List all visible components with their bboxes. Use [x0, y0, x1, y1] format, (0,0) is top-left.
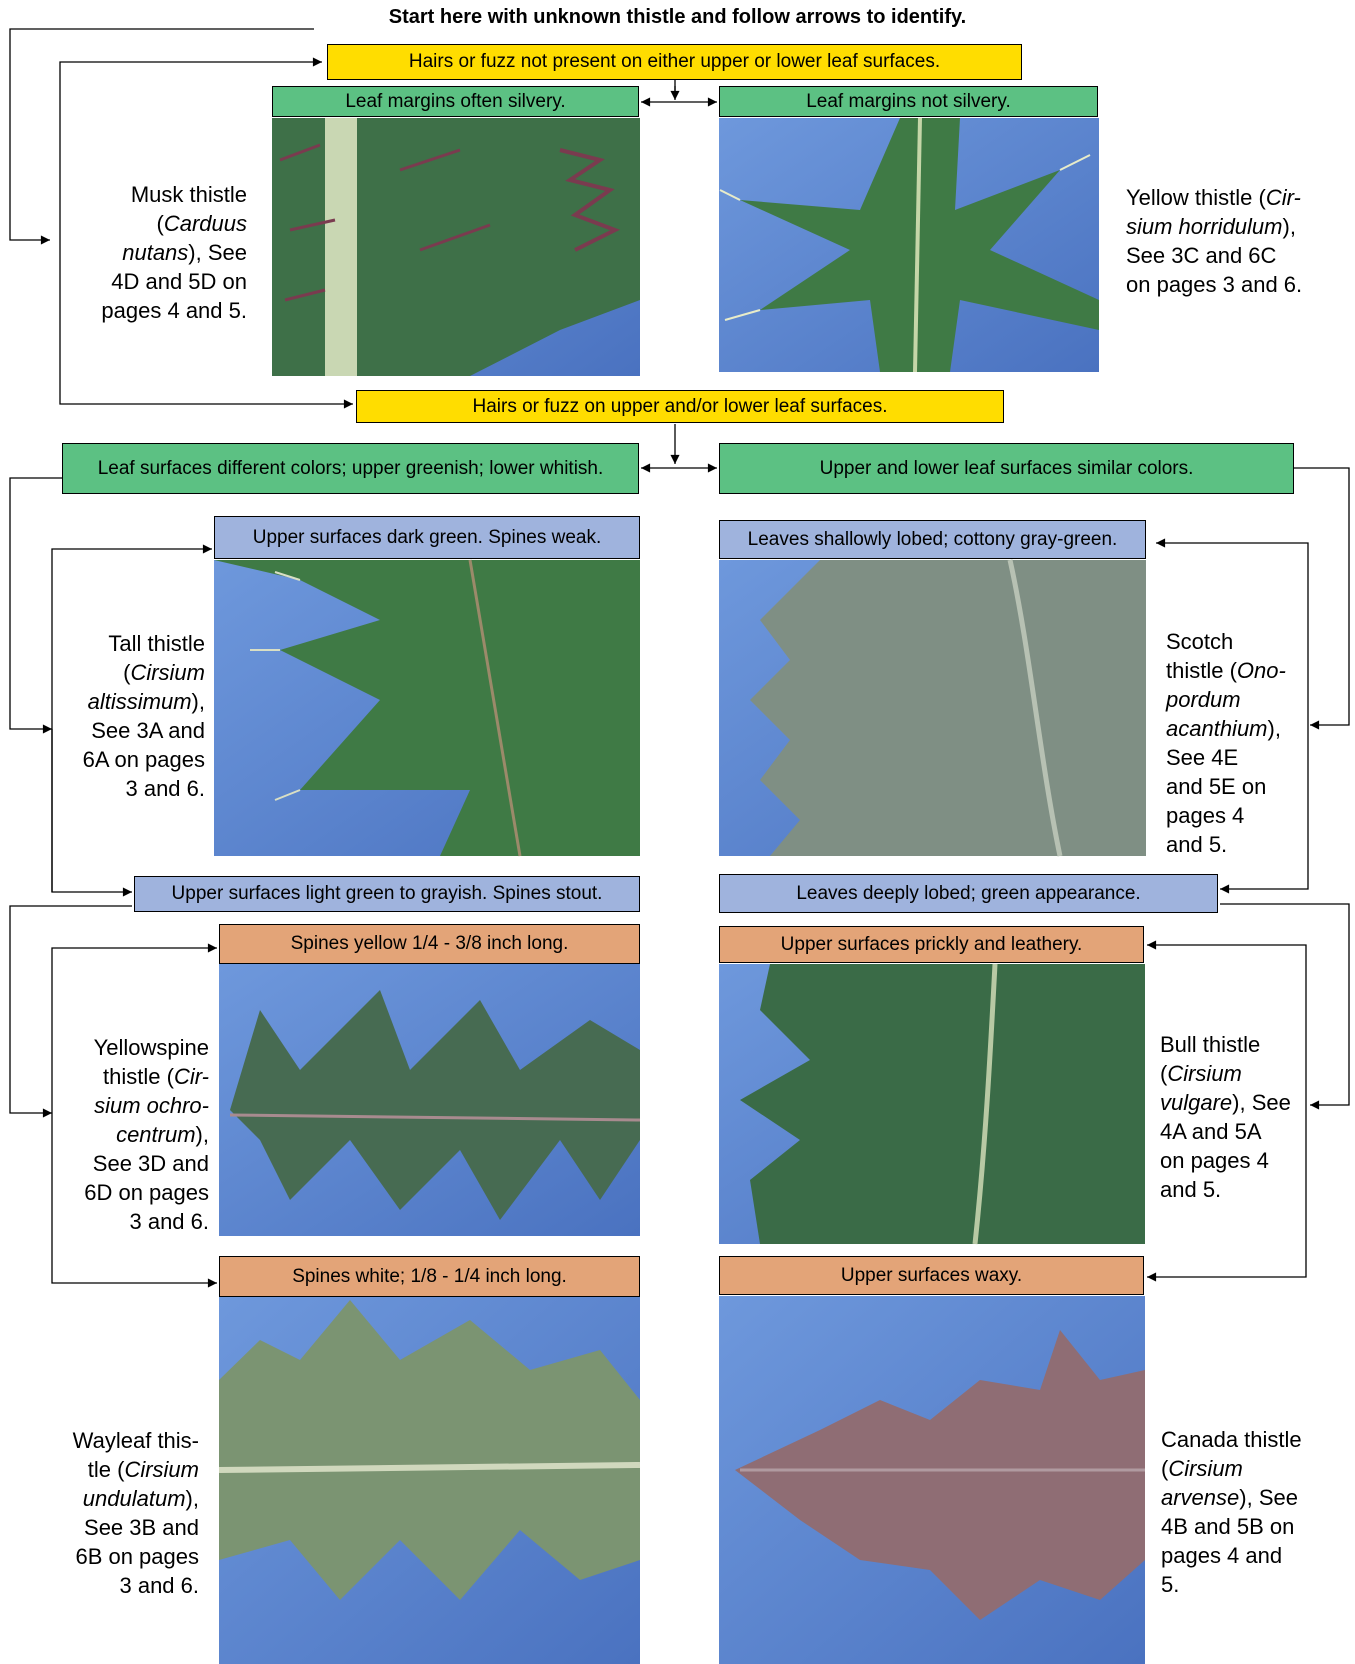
node-no-hairs: Hairs or fuzz not present on either uppe… [327, 44, 1022, 80]
node-prickly: Upper surfaces prickly and leathery. [719, 926, 1144, 963]
node-spines-white: Spines white; 1/8 - 1/4 inch long. [219, 1256, 640, 1297]
node-deeply-lobed: Leaves deeply lobed; green appearance. [719, 874, 1218, 913]
species-tall-thistle: Tall thistle (Cirsium altissimum), See 3… [83, 629, 205, 803]
node-different-colors: Leaf surfaces different colors; upper gr… [62, 443, 639, 494]
photo-bull-thistle [719, 964, 1145, 1244]
species-musk-thistle: Musk thistle (Carduus nutans), See 4D an… [101, 180, 247, 325]
photo-yellowspine-thistle [219, 964, 640, 1236]
node-dark-green: Upper surfaces dark green. Spines weak. [214, 516, 640, 559]
node-margins-silvery: Leaf margins often silvery. [272, 86, 639, 117]
flowchart-title: Start here with unknown thistle and foll… [0, 6, 1355, 29]
node-spines-yellow: Spines yellow 1/4 - 3/8 inch long. [219, 924, 640, 964]
photo-wayleaf-thistle [219, 1296, 640, 1664]
species-yellowspine-thistle: Yellowspine thistle (Cir- sium ochro- ce… [84, 1033, 209, 1236]
node-waxy: Upper surfaces waxy. [719, 1256, 1144, 1295]
node-margins-not-silvery: Leaf margins not silvery. [719, 86, 1098, 117]
node-hairs: Hairs or fuzz on upper and/or lower leaf… [356, 390, 1004, 423]
photo-yellow-thistle [719, 118, 1099, 372]
photo-tall-thistle [214, 560, 640, 856]
species-yellow-thistle: Yellow thistle (Cir- sium horridulum), S… [1126, 183, 1302, 299]
species-bull-thistle: Bull thistle (Cirsium vulgare), See 4A a… [1160, 1030, 1291, 1204]
node-similar-colors: Upper and lower leaf surfaces similar co… [719, 443, 1294, 494]
species-scotch-thistle: Scotch thistle (Ono- pordum acanthium), … [1166, 627, 1286, 859]
photo-musk-thistle [272, 118, 640, 376]
photo-scotch-thistle [719, 560, 1146, 856]
node-shallowly-lobed: Leaves shallowly lobed; cottony gray-gre… [719, 520, 1146, 559]
species-canada-thistle: Canada thistle (Cirsium arvense), See 4B… [1161, 1425, 1302, 1599]
species-wayleaf-thistle: Wayleaf this- tle (Cirsium undulatum), S… [73, 1426, 199, 1600]
node-light-green: Upper surfaces light green to grayish. S… [134, 876, 640, 912]
photo-canada-thistle [719, 1296, 1145, 1664]
